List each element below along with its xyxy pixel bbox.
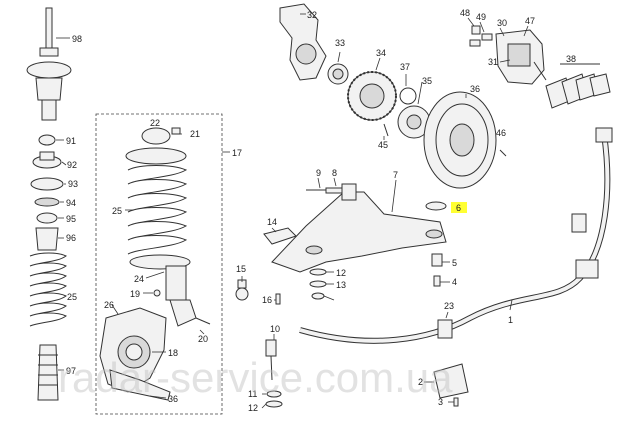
callout-35: 35	[422, 76, 432, 86]
callout-3: 3	[438, 397, 443, 407]
callout-15: 15	[236, 264, 246, 274]
callout-32: 32	[307, 10, 317, 20]
callout-36: 36	[168, 394, 178, 404]
callout-12-link: 12	[248, 403, 258, 413]
callout-36-disc: 36	[470, 84, 480, 94]
watermark: radar-service.com.ua	[58, 354, 453, 401]
callout-31: 31	[488, 57, 498, 67]
stabilizer-link	[261, 334, 283, 409]
callout-1: 1	[508, 315, 513, 325]
callout-4: 4	[452, 277, 457, 287]
callout-12: 12	[336, 268, 346, 278]
callout-49: 49	[476, 12, 486, 22]
steering-knuckle	[99, 304, 171, 401]
bracket-and-balljoint	[235, 227, 335, 305]
callout-93: 93	[68, 179, 78, 189]
callout-labels: 98 91 92 93 94 95 96 25 97 22 21 17 25 2…	[66, 8, 576, 413]
callout-24: 24	[134, 274, 144, 284]
callout-9: 9	[316, 168, 321, 178]
callout-45: 45	[378, 140, 388, 150]
callout-38: 38	[566, 54, 576, 64]
callout-18: 18	[168, 348, 178, 358]
callout-25-spring: 25	[112, 206, 122, 216]
bushings	[431, 253, 450, 287]
callout-26: 26	[104, 300, 114, 310]
callout-2: 2	[418, 377, 423, 387]
callout-13: 13	[336, 280, 346, 290]
callout-6: 6	[456, 203, 461, 213]
callout-47: 47	[525, 16, 535, 26]
hub-bearing-group	[279, 3, 431, 140]
callout-46: 46	[496, 128, 506, 138]
callout-37: 37	[400, 62, 410, 72]
callout-92: 92	[67, 160, 77, 170]
callout-highlight	[451, 202, 467, 213]
callout-17: 17	[232, 148, 242, 158]
brake-disc	[423, 91, 507, 189]
callout-20: 20	[198, 334, 208, 344]
callout-94: 94	[66, 198, 76, 208]
callout-34: 34	[376, 48, 386, 58]
assembly-frame	[95, 113, 223, 415]
lower-control-arm	[271, 177, 447, 273]
callout-14: 14	[267, 217, 277, 227]
strut-parts-stack	[29, 134, 67, 401]
callout-25: 25	[67, 292, 77, 302]
callout-22: 22	[150, 118, 160, 128]
spring-strut-assembly	[125, 127, 211, 335]
callout-5: 5	[452, 258, 457, 268]
callout-96: 96	[66, 233, 76, 243]
complete-strut	[26, 7, 72, 121]
stabilizer-bar	[299, 127, 613, 407]
callout-21: 21	[190, 129, 200, 139]
callout-48: 48	[460, 8, 470, 18]
callout-23: 23	[444, 301, 454, 311]
callout-98: 98	[72, 34, 82, 44]
callout-10: 10	[270, 324, 280, 334]
callout-97: 97	[66, 366, 76, 376]
callout-95: 95	[66, 214, 76, 224]
callout-16: 16	[262, 295, 272, 305]
callout-7: 7	[393, 170, 398, 180]
brake-caliper-group	[467, 17, 611, 109]
callout-11: 11	[248, 389, 257, 399]
callout-19: 19	[130, 289, 140, 299]
callout-8: 8	[332, 168, 337, 178]
callout-30: 30	[497, 18, 507, 28]
callout-33: 33	[335, 38, 345, 48]
callout-91: 91	[66, 136, 76, 146]
